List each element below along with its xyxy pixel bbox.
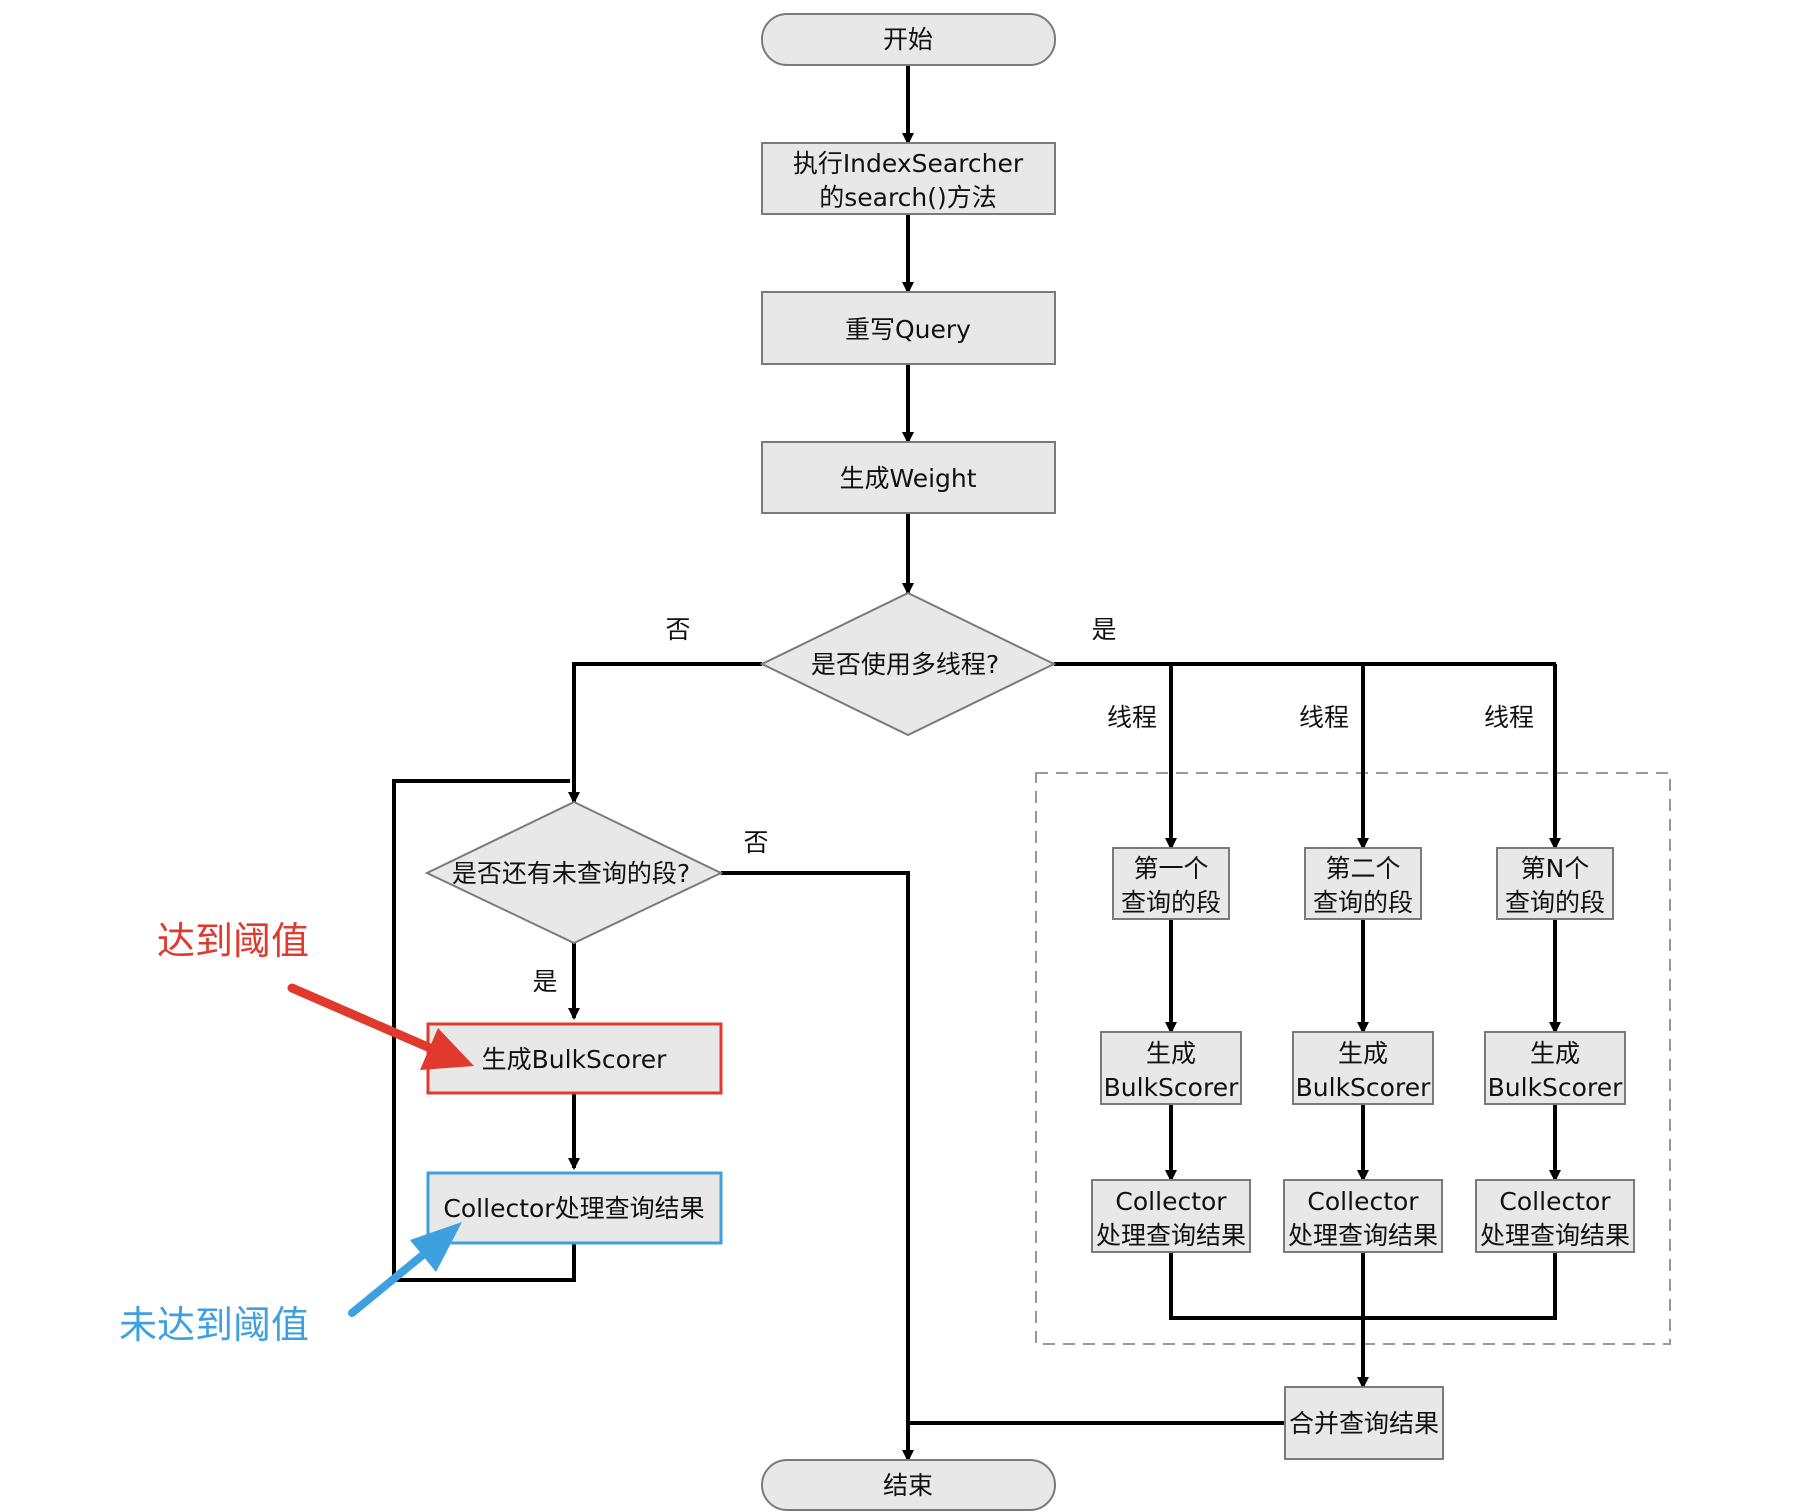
annotation-threshold-not-reached: 未达到阈值 <box>119 1303 309 1347</box>
segment-nth-line2: 查询的段 <box>1505 888 1605 917</box>
collector-2-node <box>1283 1179 1443 1253</box>
remaining-segments-decision <box>424 800 724 945</box>
merge-results-label: 合并查询结果 <box>1289 1409 1439 1438</box>
gen-bulkscorer-2-line2: BulkScorer <box>1296 1073 1431 1102</box>
collector-n-line2: 处理查询结果 <box>1480 1221 1630 1250</box>
end-label: 结束 <box>883 1471 933 1500</box>
gen-bulkscorer-2-node <box>1292 1031 1434 1105</box>
collector-2-line1: Collector <box>1307 1187 1419 1216</box>
edge-label-thread-1: 线程 <box>1107 703 1157 732</box>
edge-label-thread-2: 线程 <box>1299 703 1349 732</box>
edge-label-multithread-no: 否 <box>665 615 690 644</box>
edge-label-remaining-yes: 是 <box>532 967 557 996</box>
collector-1-line2: 处理查询结果 <box>1096 1221 1246 1250</box>
segment-first-node <box>1112 847 1230 920</box>
collector-n-node <box>1475 1179 1635 1253</box>
weight-label: 生成Weight <box>839 464 976 493</box>
gen-bulkscorer-1-line1: 生成 <box>1146 1039 1196 1068</box>
exec-label-line1: 执行IndexSearcher <box>793 149 1024 178</box>
gen-bulkscorer-n-line1: 生成 <box>1530 1039 1580 1068</box>
start-node <box>761 13 1056 66</box>
segment-second-line1: 第二个 <box>1325 854 1400 883</box>
edge-label-thread-n: 线程 <box>1484 703 1534 732</box>
segment-nth-node <box>1496 847 1614 920</box>
bulkscorer-label: 生成BulkScorer <box>482 1045 667 1074</box>
end-node <box>761 1459 1056 1511</box>
segment-second-node <box>1304 847 1422 920</box>
red-arrow-icon <box>287 983 474 1070</box>
weight-node <box>761 441 1056 514</box>
segment-first-line2: 查询的段 <box>1121 888 1221 917</box>
edge-no-branch <box>568 662 762 804</box>
multithread-decision <box>759 591 1057 737</box>
collector-2-line2: 处理查询结果 <box>1288 1221 1438 1250</box>
edge-label-multithread-yes: 是 <box>1091 615 1116 644</box>
start-label: 开始 <box>883 25 933 54</box>
merge-results-node <box>1284 1386 1444 1460</box>
rewrite-label: 重写Query <box>845 315 971 344</box>
edge-label-remaining-no: 否 <box>743 828 768 857</box>
gen-bulkscorer-n-line2: BulkScorer <box>1488 1073 1623 1102</box>
gen-bulkscorer-1-node <box>1100 1031 1242 1105</box>
multithread-label: 是否使用多线程? <box>811 650 999 679</box>
edge-remaining-no-end <box>721 871 914 1462</box>
gen-bulkscorer-2-line1: 生成 <box>1338 1039 1388 1068</box>
exec-label-line2: 的search()方法 <box>819 183 997 212</box>
annotation-threshold-reached: 达到阈值 <box>157 919 309 963</box>
parallel-group-frame <box>1035 772 1671 1345</box>
exec-node <box>761 142 1056 215</box>
collector-1-node <box>1091 1179 1251 1253</box>
rewrite-node <box>761 291 1056 365</box>
segment-second-line2: 查询的段 <box>1313 888 1413 917</box>
collector-n-line1: Collector <box>1499 1187 1611 1216</box>
collector-node <box>426 1171 723 1245</box>
remaining-segments-label: 是否还有未查询的段? <box>452 859 690 888</box>
gen-bulkscorer-n-node <box>1484 1031 1626 1105</box>
blue-arrow-icon <box>348 1222 462 1317</box>
collector-label: Collector处理查询结果 <box>443 1194 704 1223</box>
collector-1-line1: Collector <box>1115 1187 1227 1216</box>
segment-nth-line1: 第N个 <box>1521 854 1590 883</box>
segment-first-line1: 第一个 <box>1133 854 1208 883</box>
gen-bulkscorer-1-line2: BulkScorer <box>1104 1073 1239 1102</box>
